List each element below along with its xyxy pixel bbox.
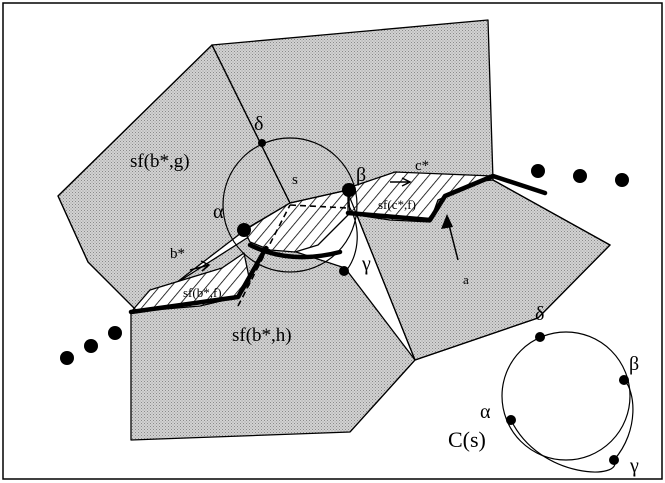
inset-title: C(s) xyxy=(448,427,486,452)
inset-point-beta xyxy=(619,375,629,385)
inset-point-alpha xyxy=(506,415,516,425)
dashed-path xyxy=(237,204,349,307)
ellipsis-dots xyxy=(60,164,629,365)
point-gamma xyxy=(339,266,349,276)
label-c-star: c* xyxy=(415,158,429,174)
inset-point-gamma xyxy=(609,455,619,465)
label-s: s xyxy=(292,172,298,188)
inset-circle xyxy=(501,331,631,461)
dot-right-1 xyxy=(531,164,545,178)
internal-edges xyxy=(57,44,611,433)
dot-right-3 xyxy=(615,173,629,187)
arrow-b-star xyxy=(189,264,210,271)
dot-left-3 xyxy=(108,326,122,340)
inset-label-alpha: α xyxy=(480,401,491,423)
point-delta xyxy=(258,139,266,147)
inset-label-delta: δ xyxy=(535,303,544,325)
thick-edges xyxy=(128,173,548,315)
inset-point-delta xyxy=(535,332,545,342)
inset-label-gamma: γ xyxy=(629,455,639,477)
dot-left-1 xyxy=(60,351,74,365)
label-sf-bstar-f: sf(b*,f) xyxy=(183,285,222,300)
label-sf-bstar-h: sf(b*,h) xyxy=(232,325,292,346)
label-gamma: γ xyxy=(361,253,371,275)
point-alpha xyxy=(237,223,251,237)
inset-cs: δ β α γ C(s) xyxy=(448,303,639,477)
circle-points xyxy=(237,139,356,276)
label-sf-bstar-g: sf(b*,g) xyxy=(130,151,190,172)
label-alpha: α xyxy=(213,201,224,223)
label-b-star: b* xyxy=(170,246,185,262)
point-beta xyxy=(342,183,356,197)
label-a: a xyxy=(463,272,469,287)
circle-cs xyxy=(222,137,358,273)
edge-arrows xyxy=(189,177,459,272)
dot-left-2 xyxy=(84,339,98,353)
label-delta: δ xyxy=(254,113,263,135)
inset-label-beta: β xyxy=(629,353,639,375)
label-sf-cstar-f: sf(c*,f) xyxy=(378,197,416,212)
label-beta: β xyxy=(356,164,366,186)
dot-right-2 xyxy=(573,169,587,183)
